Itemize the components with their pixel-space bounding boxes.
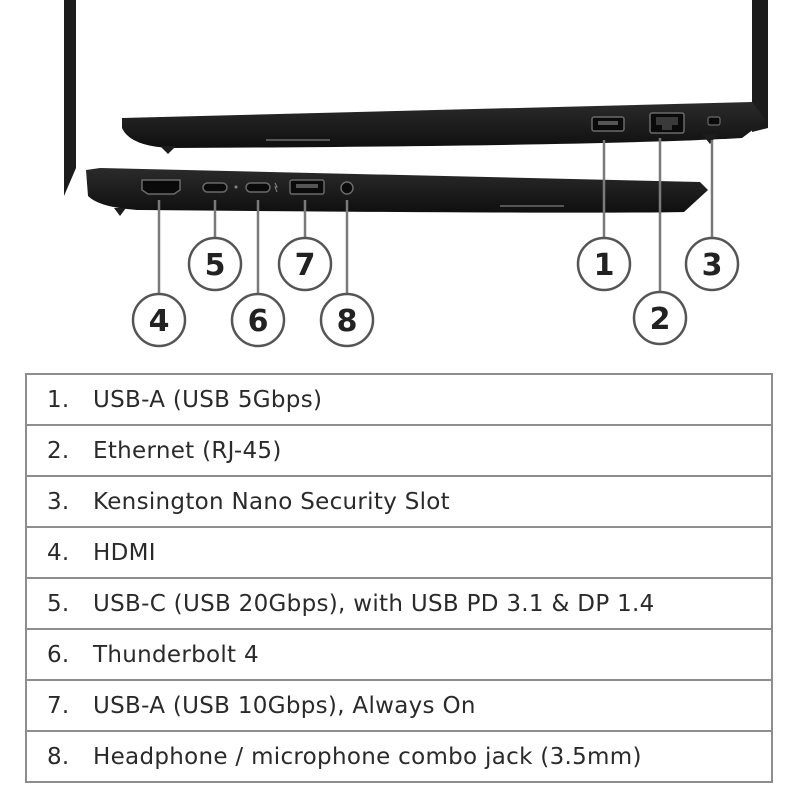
port-number: 7. [47, 692, 70, 719]
port-row-cell: 4. HDMI [25, 526, 773, 579]
callout-number: 2 [650, 302, 671, 337]
table-row: 8. Headphone / microphone combo jack (3.5… [25, 730, 773, 783]
port-number: 8. [47, 743, 70, 770]
audio-jack-icon [340, 181, 354, 195]
port-number: 2. [47, 437, 70, 464]
port-label: Kensington Nano Security Slot [93, 488, 450, 515]
table-row: 6. Thunderbolt 4 [25, 628, 773, 681]
callout-number: 5 [205, 248, 226, 283]
port-row-cell: 3. Kensington Nano Security Slot [25, 475, 773, 528]
usb-a-port-icon [289, 179, 325, 195]
table-row: 7. USB-A (USB 10Gbps), Always On [25, 679, 773, 732]
port-row-cell: 1. USB-A (USB 5Gbps) [25, 373, 773, 426]
callout-number: 7 [295, 248, 316, 283]
port-row-cell: 7. USB-A (USB 10Gbps), Always On [25, 679, 773, 732]
port-row-cell: 5. USB-C (USB 20Gbps), with USB PD 3.1 & … [25, 577, 773, 630]
port-label: HDMI [93, 539, 156, 566]
port-row-cell: 8. Headphone / microphone combo jack (3.5… [25, 730, 773, 783]
ethernet-port-icon [649, 112, 685, 134]
callout-8: 8 [319, 292, 375, 348]
table-row: 5. USB-C (USB 20Gbps), with USB PD 3.1 & … [25, 577, 773, 630]
port-row-cell: 2. Ethernet (RJ-45) [25, 424, 773, 477]
callout-number: 3 [702, 248, 723, 283]
laptop-right-side [122, 102, 766, 154]
callout-6: 6 [230, 292, 286, 348]
callout-number: 8 [337, 304, 358, 339]
laptop-lid [64, 0, 768, 196]
callout-1: 1 [576, 236, 632, 292]
callout-number: 4 [149, 304, 170, 339]
port-number: 4. [47, 539, 70, 566]
usb-a-port-icon [591, 116, 625, 132]
port-number: 6. [47, 641, 70, 668]
laptop-ports-diagram: 1 2 3 4 5 6 7 8 [64, 0, 768, 348]
port-row-cell: 6. Thunderbolt 4 [25, 628, 773, 681]
hdmi-port-icon [141, 179, 181, 195]
callouts: 1 2 3 4 5 6 7 8 [131, 236, 740, 348]
callout-7: 7 [277, 236, 333, 292]
callout-5: 5 [187, 236, 243, 292]
thunderbolt-port-icon [245, 182, 271, 193]
port-number: 3. [47, 488, 70, 515]
laptop-left-side [86, 168, 708, 216]
usb-c-port-icon [202, 182, 228, 193]
leader-lines [157, 138, 714, 294]
port-label: USB-C (USB 20Gbps), with USB PD 3.1 & DP… [93, 590, 655, 617]
table-row: 3. Kensington Nano Security Slot [25, 475, 773, 528]
table-row: 4. HDMI [25, 526, 773, 579]
callout-4: 4 [131, 292, 187, 348]
table-row: 1. USB-A (USB 5Gbps) [25, 373, 773, 426]
security-slot-icon [707, 116, 721, 126]
table-row: 2. Ethernet (RJ-45) [25, 424, 773, 477]
callout-number: 1 [594, 248, 615, 283]
callout-3: 3 [684, 236, 740, 292]
port-label: Ethernet (RJ-45) [93, 437, 282, 464]
port-label: Thunderbolt 4 [93, 641, 259, 668]
port-legend-table: 1. USB-A (USB 5Gbps) 2. Ethernet (RJ-45) 3… [25, 373, 773, 783]
callout-number: 6 [248, 304, 269, 339]
port-label: Headphone / microphone combo jack (3.5mm… [93, 743, 642, 770]
port-label: USB-A (USB 5Gbps) [93, 386, 323, 413]
callout-2: 2 [632, 290, 688, 346]
port-label: USB-A (USB 10Gbps), Always On [93, 692, 476, 719]
port-number: 5. [47, 590, 70, 617]
port-number: 1. [47, 386, 70, 413]
